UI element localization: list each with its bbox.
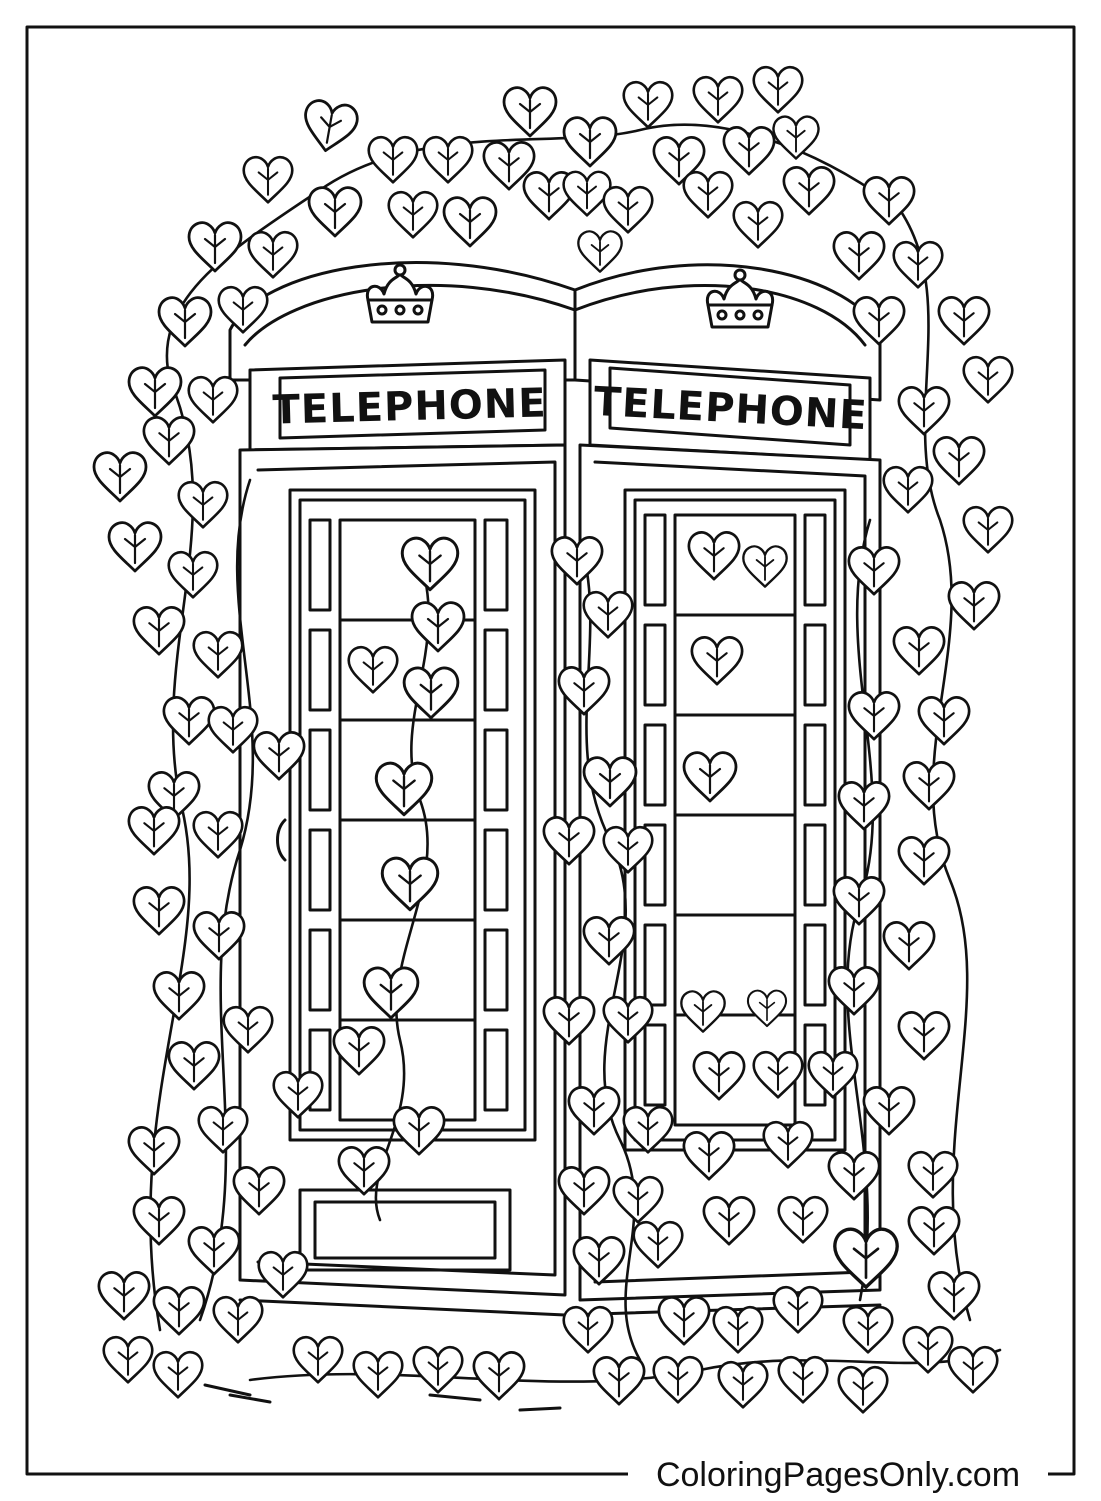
leaf-icon — [187, 1226, 241, 1276]
leaf-icon — [937, 296, 991, 346]
leaf-icon — [132, 1196, 186, 1246]
leaf-icon — [752, 65, 804, 114]
leaf-icon — [167, 1041, 221, 1091]
leaf-icon — [562, 1305, 614, 1354]
leaf-icon — [732, 200, 784, 249]
leaf-icon — [777, 1355, 829, 1404]
leaf-icon — [692, 75, 744, 124]
leaf-icon — [837, 1365, 889, 1414]
leaf-icon — [897, 1011, 951, 1061]
leaf-icon — [167, 550, 219, 599]
leaf-icon — [602, 185, 654, 234]
leaf-icon — [247, 230, 299, 279]
leaf-icon — [107, 521, 163, 573]
leaf-icon — [298, 97, 361, 157]
leaf-icon — [187, 221, 243, 273]
leaf-icon — [562, 116, 618, 168]
leaf-icon — [892, 626, 946, 676]
leaf-icon — [192, 630, 244, 679]
footer: ColoringPagesOnly.com — [628, 1452, 1048, 1500]
sign-left: TELEPHONE — [272, 380, 547, 433]
leaf-icon — [132, 606, 186, 656]
leaf-icon — [442, 196, 498, 248]
leaf-icon — [772, 115, 820, 160]
leaf-icon — [832, 231, 886, 281]
leaf-icon — [917, 696, 971, 746]
leaf-icon — [132, 886, 186, 936]
leaf-icon — [92, 451, 148, 503]
leaf-icon — [142, 416, 196, 466]
leaf-icon — [932, 436, 986, 486]
leaf-icon — [882, 921, 936, 971]
leaf-icon — [907, 1150, 959, 1199]
leaf-icon — [187, 375, 239, 424]
leaf-icon — [652, 1355, 704, 1404]
leaf-icon — [152, 1350, 204, 1399]
leaf-icon — [947, 1345, 999, 1394]
leaf-icon — [562, 170, 612, 217]
leaf-icon — [192, 911, 246, 961]
leaf-icon — [907, 1206, 961, 1256]
leaf-icon — [782, 166, 836, 216]
leaf-icon — [127, 806, 181, 856]
crown-icon — [365, 263, 435, 324]
leaf-icon — [897, 386, 951, 436]
footer-site-name: ColoringPagesOnly.com — [656, 1456, 1020, 1494]
leaf-icon — [127, 366, 183, 418]
leaf-icon — [502, 86, 558, 138]
leaf-icon — [962, 505, 1014, 554]
leaf-icon — [712, 1305, 764, 1354]
leaf-icon — [682, 170, 734, 219]
leaf-icon — [257, 1250, 309, 1299]
leaf-icon — [152, 1286, 206, 1336]
leaf-icon — [892, 240, 944, 289]
leaf-icon — [902, 761, 956, 811]
leaf-icon — [862, 176, 916, 226]
crown-icon — [705, 268, 775, 329]
leaf-icon — [157, 296, 213, 348]
page-frame — [25, 25, 1076, 1476]
leaf-icon — [162, 696, 216, 746]
leaf-icon — [947, 581, 1001, 631]
ground-strokes — [203, 1383, 562, 1412]
leaf-icon — [212, 1295, 264, 1344]
leaf-icon — [192, 810, 244, 859]
leaf-icon — [242, 155, 294, 204]
leaf-icon — [577, 230, 623, 273]
door-handle — [276, 818, 287, 862]
leaf-icon — [307, 186, 363, 238]
leaf-icon — [927, 1271, 981, 1321]
leaf-icon — [962, 355, 1014, 404]
leaf-icon — [592, 1356, 646, 1406]
leaf-icon — [352, 1350, 404, 1399]
leaf-icon — [722, 126, 776, 176]
leaf-icon — [152, 971, 206, 1021]
leaf-icon — [127, 1126, 181, 1176]
leaf-icon — [472, 1351, 526, 1401]
telephone-box: TELEPHONE TELEPHONE — [228, 261, 882, 1317]
leaf-icon — [97, 1271, 151, 1321]
leaf-icon — [772, 1285, 824, 1334]
leaf-icon — [902, 1325, 954, 1374]
leaf-icon — [367, 135, 419, 184]
leaf-icon — [412, 1345, 464, 1394]
leaf-icon — [622, 80, 674, 129]
leaf-icon — [842, 1305, 894, 1354]
leaf-icon — [882, 465, 934, 514]
leaf-icon — [387, 190, 439, 239]
leaf-icon — [897, 836, 951, 886]
leaf-icon — [102, 1335, 154, 1384]
leaf-icon — [657, 1296, 711, 1346]
leaf-icon — [422, 135, 474, 184]
leaf-icon — [177, 480, 229, 529]
leaf-icon — [717, 1360, 769, 1409]
